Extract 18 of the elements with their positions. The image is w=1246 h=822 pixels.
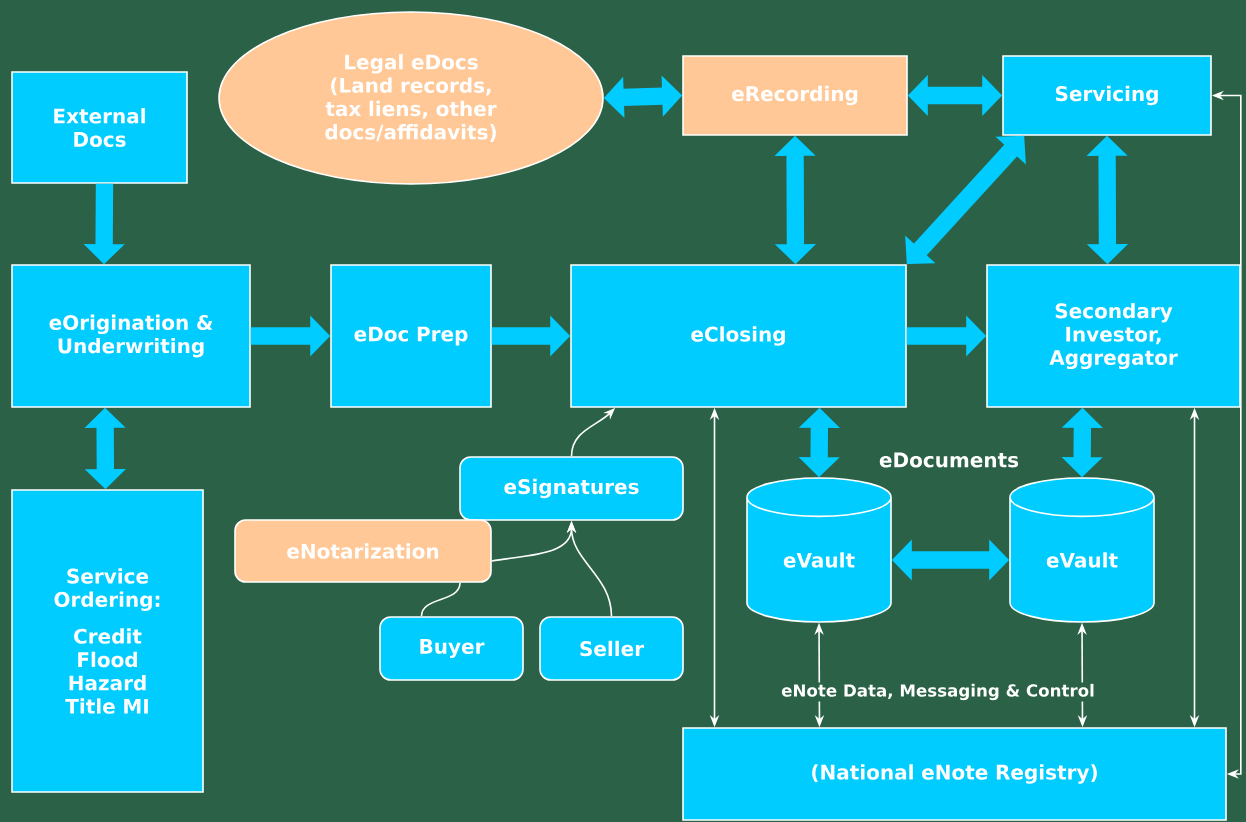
block-arrow — [905, 135, 1026, 265]
connector-line — [420, 582, 461, 617]
process-box: eOrigination & Underwriting — [11, 264, 251, 408]
database-cylinder: eVault — [1009, 477, 1155, 623]
rounded-box: eNotarization — [234, 519, 492, 583]
process-box: External Docs — [11, 71, 188, 184]
database-cylinder: eVault — [746, 477, 892, 623]
annotation-text: eDocuments — [877, 451, 1021, 469]
process-box: Servicing — [1002, 55, 1212, 136]
process-box: eClosing — [570, 264, 907, 408]
process-box: Service Ordering: Credit Flood Hazard Title MI — [11, 489, 204, 793]
rounded-box: Seller — [539, 616, 684, 681]
process-box: eRecording — [682, 55, 908, 136]
process-box: (National eNote Registry) — [682, 727, 1227, 821]
rounded-box: Buyer — [379, 616, 524, 681]
rounded-box: eSignatures — [459, 456, 684, 521]
process-box: Secondary Investor, Aggregator — [986, 264, 1241, 408]
process-box: eDoc Prep — [330, 264, 492, 408]
